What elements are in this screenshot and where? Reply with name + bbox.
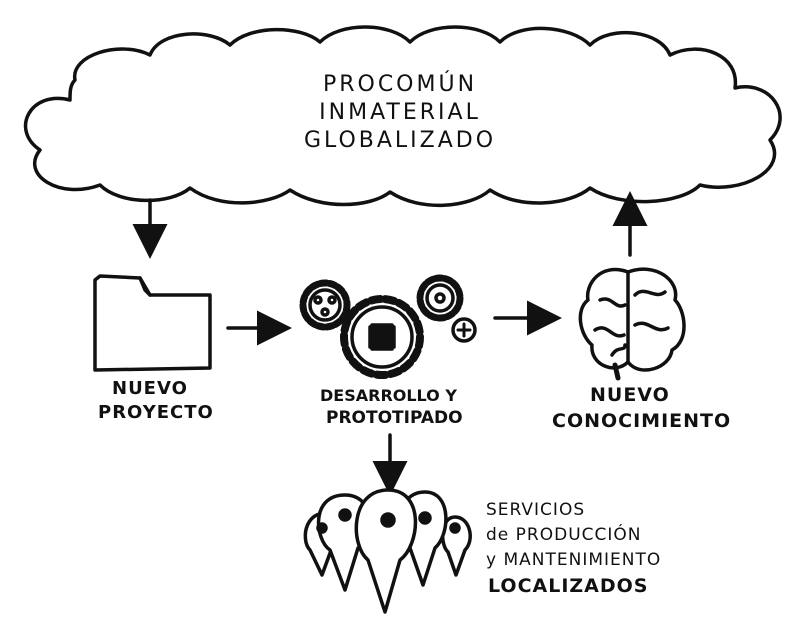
knowledge-label-line-1: NUEVO bbox=[590, 384, 670, 406]
gears-icon bbox=[299, 274, 477, 379]
project-label-line-2: PROYECTO bbox=[98, 402, 214, 423]
cloud-title-line-2: INMATERIAL bbox=[319, 100, 481, 125]
knowledge-label-line-2: CONOCIMIENTO bbox=[552, 410, 732, 432]
folder-icon bbox=[93, 274, 212, 372]
services-label-line-3: y MANTENIMIENTO bbox=[486, 550, 662, 570]
services-label-line-4: LOCALIZADOS bbox=[488, 575, 649, 597]
services-label-line-1: SERVICIOS bbox=[486, 500, 586, 520]
plus-icon bbox=[451, 317, 477, 343]
services-label-line-2: de PRODUCCIÓN bbox=[486, 525, 642, 545]
development-label-line-1: DESARROLLO Y bbox=[320, 386, 457, 405]
cloud-title-line-3: GLOBALIZADO bbox=[303, 128, 497, 153]
brain-icon bbox=[578, 267, 686, 381]
development-label-line-2: PROTOTIPADO bbox=[326, 408, 463, 428]
project-label-line-1: NUEVO bbox=[112, 378, 188, 399]
location-pins-icon bbox=[303, 488, 472, 614]
cloud-shape bbox=[23, 25, 782, 208]
cloud-title-line-1: PROCOMÚN bbox=[322, 72, 478, 97]
